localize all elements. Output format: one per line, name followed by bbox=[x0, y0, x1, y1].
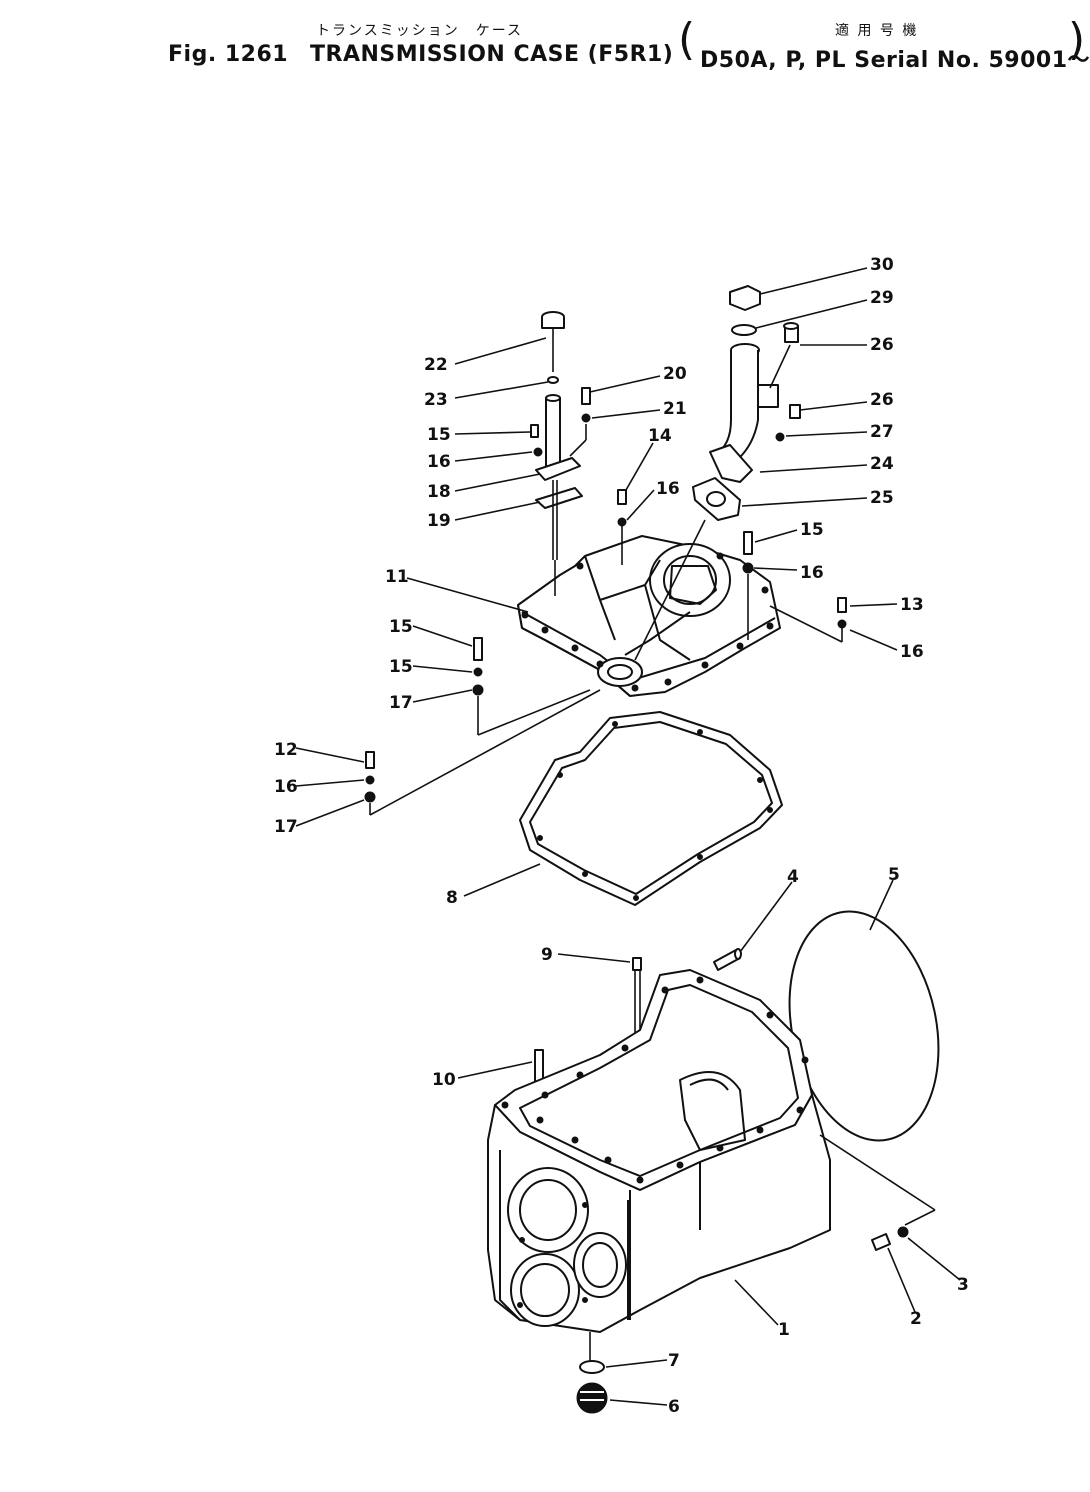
bolt-20 bbox=[569, 387, 591, 457]
callout-4: 4 bbox=[787, 867, 799, 887]
callout-27: 27 bbox=[870, 422, 894, 442]
callout-15d: 15 bbox=[800, 520, 824, 540]
leader-case-plug bbox=[819, 1134, 936, 1211]
leader-lines bbox=[295, 267, 961, 1406]
callout-15a: 15 bbox=[427, 425, 451, 445]
open-paren: ( bbox=[678, 14, 696, 65]
callout-11: 11 bbox=[385, 567, 409, 587]
close-paren: ) bbox=[1068, 14, 1086, 65]
callout-3: 3 bbox=[957, 1275, 969, 1295]
dowel-pin-4 bbox=[713, 948, 742, 971]
callout-29: 29 bbox=[870, 288, 894, 308]
callout-6: 6 bbox=[668, 1397, 680, 1417]
bolt-13 bbox=[769, 597, 847, 643]
gasket-25 bbox=[634, 477, 741, 661]
callout-15b: 15 bbox=[389, 617, 413, 637]
callout-19: 19 bbox=[427, 511, 451, 531]
callout-12: 12 bbox=[274, 740, 298, 760]
title-japanese: トランスミッション ケース bbox=[316, 23, 524, 39]
applicability-japanese: 適 用 号 機 bbox=[835, 23, 919, 39]
drain-plug-6 bbox=[576, 1332, 608, 1414]
left-bolt-stack bbox=[472, 637, 591, 736]
callout-1: 1 bbox=[778, 1320, 790, 1340]
figure-title: TRANSMISSION CASE (F5R1) bbox=[310, 42, 674, 67]
callout-numbers: 30 29 26 26 27 24 25 15 16 13 16 20 21 1… bbox=[274, 255, 969, 1417]
callout-25: 25 bbox=[870, 488, 894, 508]
stud-9 bbox=[632, 957, 642, 1035]
applicability-serial: D50A, P, PL Serial No. 59001～ bbox=[700, 48, 1090, 73]
callout-10: 10 bbox=[432, 1070, 456, 1090]
callout-16c: 16 bbox=[656, 479, 680, 499]
leader-case-plug-b bbox=[904, 1209, 936, 1226]
callout-21: 21 bbox=[663, 399, 687, 419]
callout-16b: 16 bbox=[274, 777, 298, 797]
callout-16e: 16 bbox=[900, 642, 924, 662]
callout-26a: 26 bbox=[870, 335, 894, 355]
callout-16a: 16 bbox=[427, 452, 451, 472]
transmission-case bbox=[487, 969, 831, 1333]
figure-number: Fig. 1261 bbox=[168, 42, 289, 67]
bolt-14 bbox=[617, 489, 627, 565]
callout-17b: 17 bbox=[274, 817, 298, 837]
callout-18: 18 bbox=[427, 482, 451, 502]
callout-15c: 15 bbox=[389, 657, 413, 677]
callout-17a: 17 bbox=[389, 693, 413, 713]
callout-23: 23 bbox=[424, 390, 448, 410]
callout-24: 24 bbox=[870, 454, 894, 474]
callout-30: 30 bbox=[870, 255, 894, 275]
callout-16d: 16 bbox=[800, 563, 824, 583]
cover-gasket-8 bbox=[519, 711, 783, 906]
callout-26b: 26 bbox=[870, 390, 894, 410]
callout-20: 20 bbox=[663, 364, 687, 384]
callout-5: 5 bbox=[888, 865, 900, 885]
dipstick-assembly bbox=[530, 311, 583, 596]
callout-13: 13 bbox=[900, 595, 924, 615]
plug-2 bbox=[871, 1226, 909, 1251]
callout-22: 22 bbox=[424, 355, 448, 375]
callout-9: 9 bbox=[541, 945, 553, 965]
callout-2: 2 bbox=[910, 1309, 922, 1329]
callout-7: 7 bbox=[668, 1351, 680, 1371]
filler-pipe-assembly bbox=[709, 285, 801, 640]
top-cover bbox=[517, 535, 781, 697]
bolt-12-stack bbox=[364, 689, 601, 816]
callout-8: 8 bbox=[446, 888, 458, 908]
callout-14: 14 bbox=[648, 426, 672, 446]
